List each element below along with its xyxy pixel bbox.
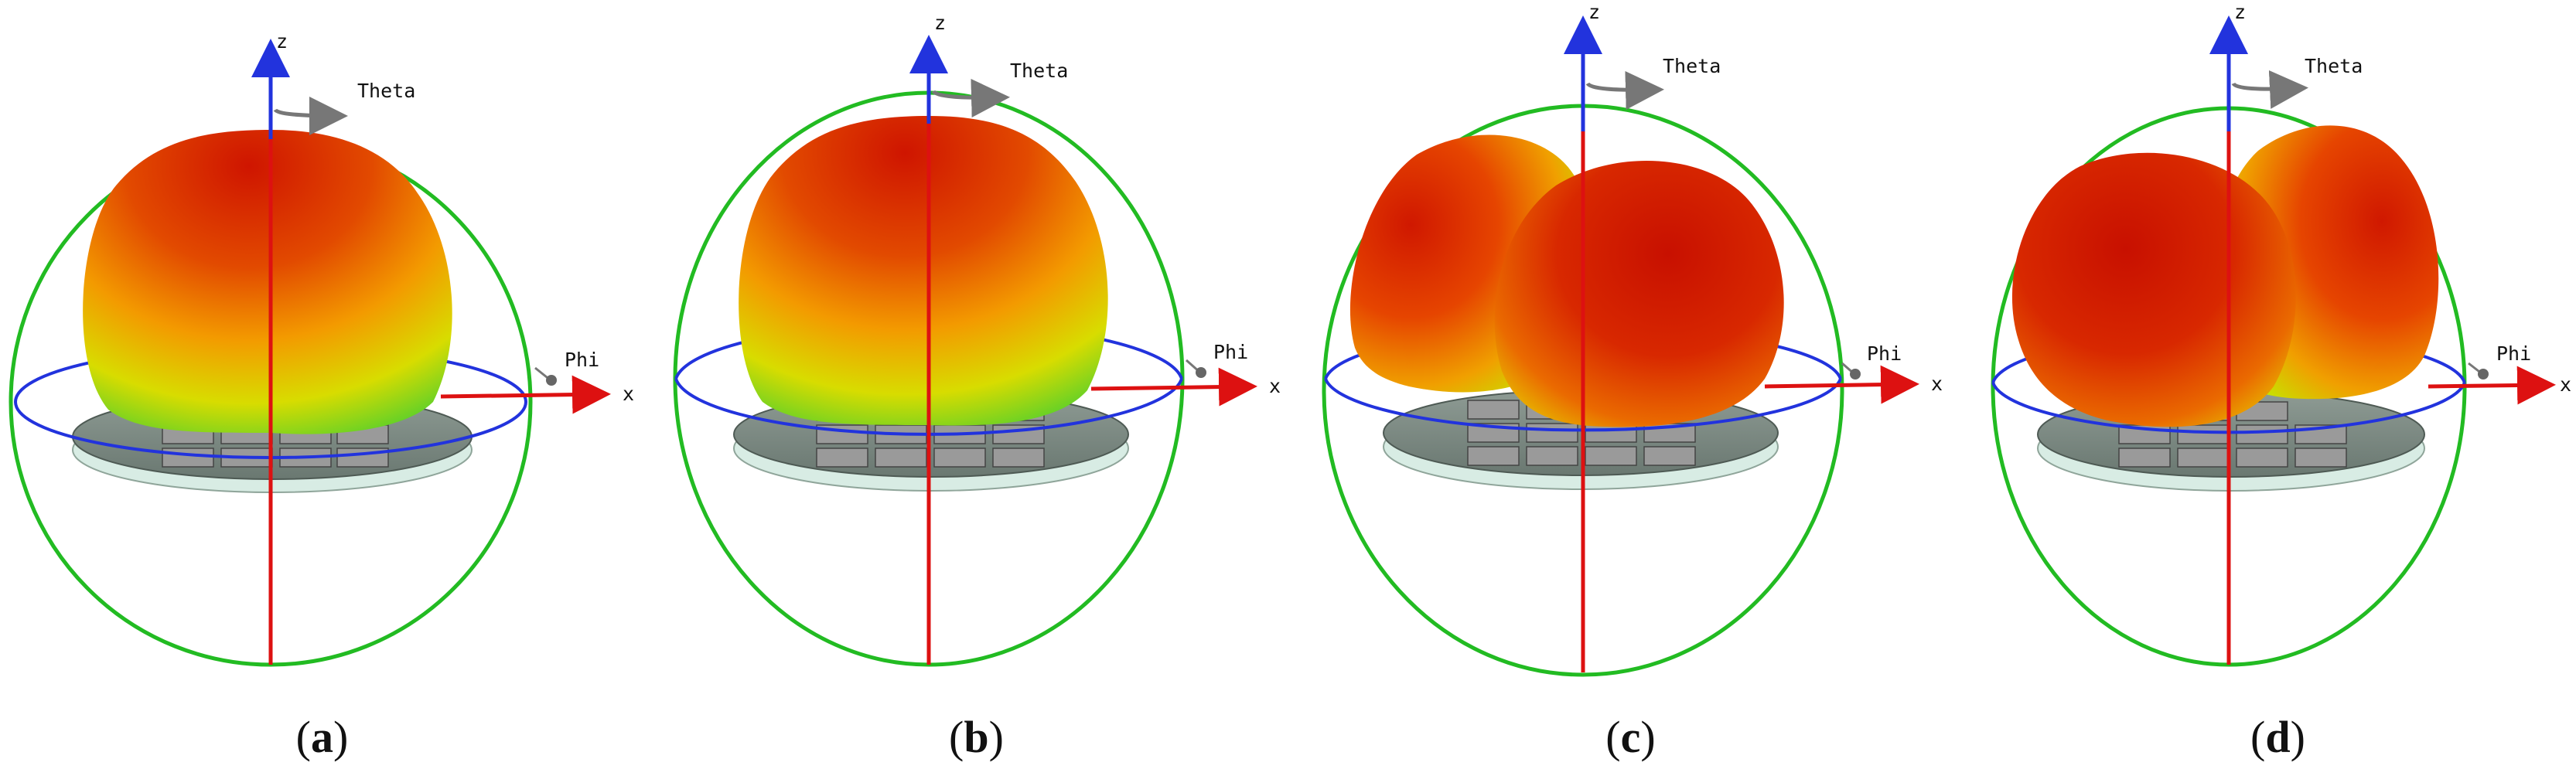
z-axis-label: z xyxy=(2234,1,2246,23)
theta-label: Theta xyxy=(2305,55,2363,77)
panel-b: z x Theta Phi (b) xyxy=(654,0,1298,776)
x-axis xyxy=(2428,366,2556,405)
phi-label: Phi xyxy=(565,349,599,371)
panel-c: z x Theta Phi (c) xyxy=(1308,0,1953,776)
side-lobe-right xyxy=(1494,160,1784,427)
phi-label: Phi xyxy=(1213,341,1248,363)
phi-marker xyxy=(2478,369,2489,379)
phi-label: Phi xyxy=(2496,342,2531,365)
theta-label: Theta xyxy=(357,80,415,102)
phi-marker xyxy=(546,375,557,386)
radiation-pattern-c: z x Theta Phi xyxy=(1322,1,1943,677)
panel-a: z x Theta Phi (a) xyxy=(0,0,644,776)
x-axis xyxy=(1764,365,1919,404)
x-axis-label: x xyxy=(2560,373,2571,396)
caption-a: (a) xyxy=(295,712,349,762)
side-lobe-left xyxy=(2011,152,2296,427)
theta-label: Theta xyxy=(1010,60,1068,82)
x-axis xyxy=(440,375,611,414)
phi-marker xyxy=(1196,367,1206,378)
main-lobe xyxy=(739,116,1108,426)
x-axis-label: x xyxy=(1269,375,1281,397)
phi-marker xyxy=(1850,369,1861,379)
caption-c: (c) xyxy=(1605,712,1656,762)
phi-label: Phi xyxy=(1867,342,1902,365)
z-axis-label: z xyxy=(934,12,946,34)
x-axis-label: x xyxy=(623,383,634,405)
radiation-pattern-b: z x Theta Phi xyxy=(673,12,1281,667)
z-axis-label: z xyxy=(276,30,288,53)
panel-d: z x Theta Phi (d) xyxy=(1980,0,2576,776)
z-axis-label: z xyxy=(1588,1,1600,23)
theta-arrow xyxy=(931,78,1010,117)
caption-b: (b) xyxy=(949,712,1004,762)
theta-arrow xyxy=(2231,70,2308,109)
theta-arrow xyxy=(1585,70,1664,110)
theta-arrow xyxy=(273,96,348,135)
x-axis-label: x xyxy=(1931,373,1943,395)
radiation-pattern-d: z x Theta Phi xyxy=(1991,1,2571,667)
caption-d: (d) xyxy=(2250,712,2305,762)
radiation-pattern-a: z x Theta Phi xyxy=(9,30,634,667)
x-axis xyxy=(1090,367,1257,407)
theta-label: Theta xyxy=(1663,55,1721,77)
main-lobe xyxy=(83,130,452,434)
